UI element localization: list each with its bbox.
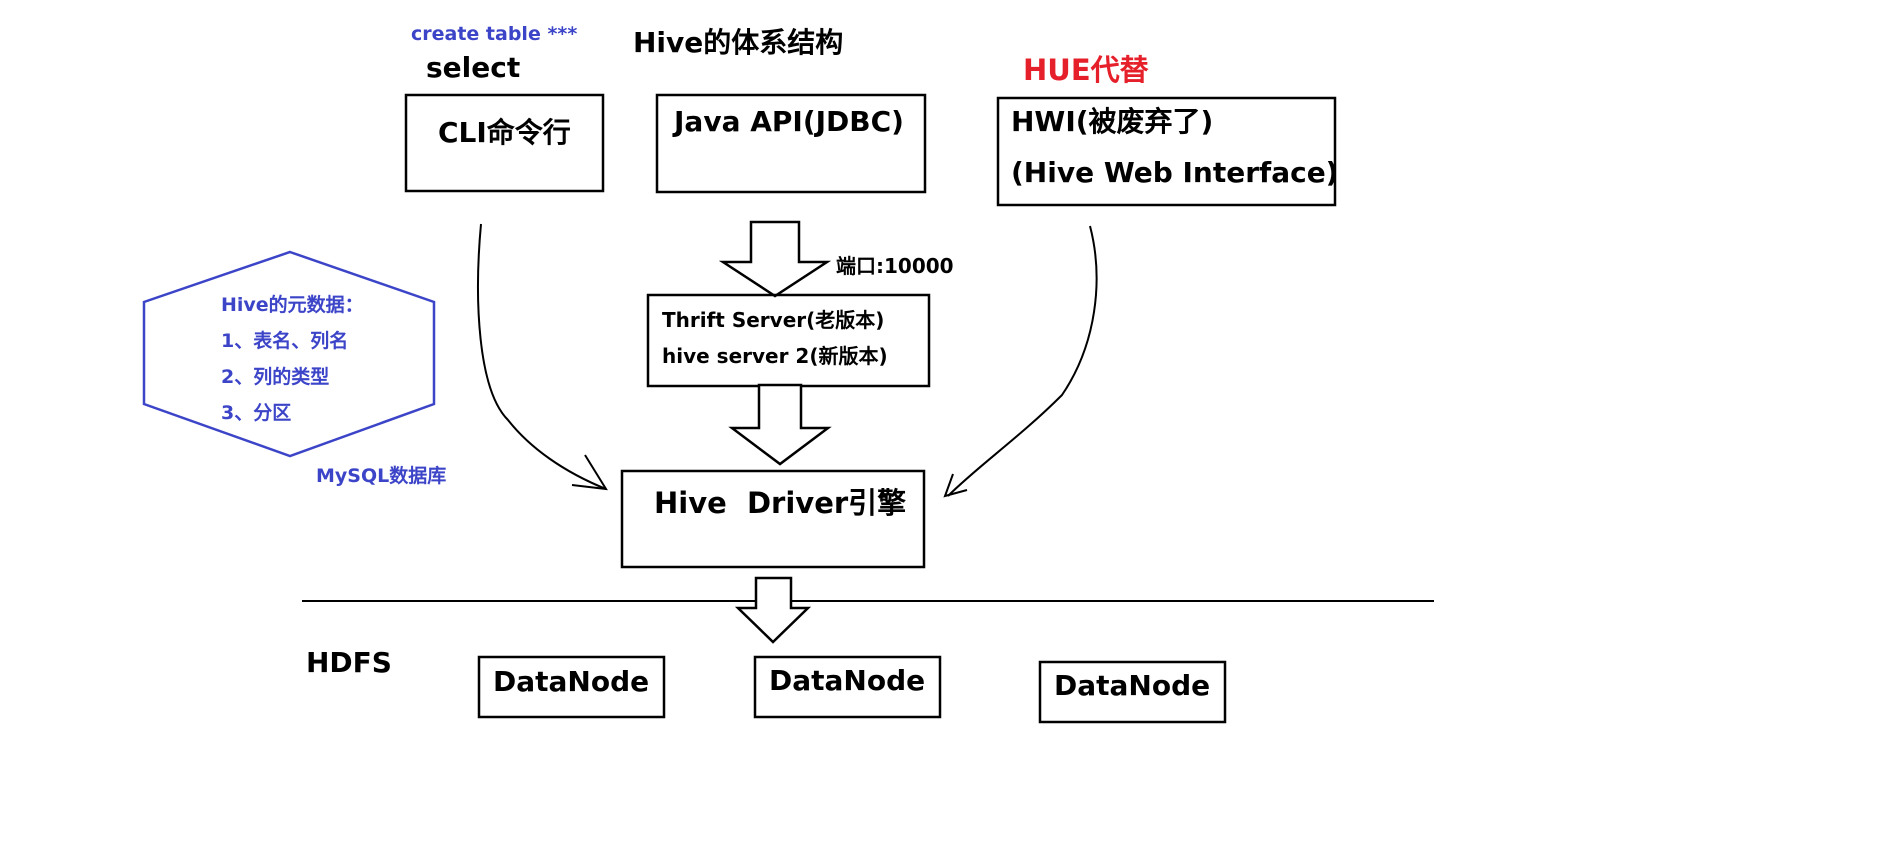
metastore-item: 1、表名、列名 <box>221 329 348 352</box>
curve-cli-arrowhead <box>571 454 608 491</box>
java-api-label: Java API(JDBC) <box>672 105 904 138</box>
cli-note-select: select <box>426 51 520 84</box>
cli-box <box>404 93 605 193</box>
cli-note-create-table: create table *** <box>411 23 577 45</box>
curve-hwi-to-driver <box>947 225 1098 497</box>
arrow-driver-to-hdfs <box>734 576 812 644</box>
thrift-server-label: Thrift Server(老版本) <box>662 308 884 332</box>
curve-cli-to-driver <box>477 223 607 490</box>
hive-server2-label: hive server 2(新版本) <box>662 344 888 368</box>
metastore-item: 2、列的类型 <box>221 365 329 388</box>
datanode-box <box>753 655 942 719</box>
datanode-label: DataNode <box>493 665 649 698</box>
hwi-label-line2: (Hive Web Interface) <box>1011 156 1338 189</box>
hive-driver-box <box>620 469 926 569</box>
hwi-label-line1: HWI(被废弃了) <box>1011 105 1213 138</box>
hwi-box <box>996 96 1337 207</box>
metastore-hexagon <box>142 250 436 458</box>
hue-note: HUE代替 <box>1023 53 1149 87</box>
datanode-box <box>1038 660 1227 724</box>
cli-label: CLI命令行 <box>438 116 571 149</box>
java-api-box <box>655 93 927 194</box>
datanode-label: DataNode <box>769 664 925 697</box>
datanode-box <box>477 655 666 719</box>
arrow-thrift-to-driver <box>728 383 832 466</box>
arrow-java-to-thrift <box>718 220 832 298</box>
datanode-label: DataNode <box>1054 669 1210 702</box>
metastore-title: Hive的元数据： <box>221 293 364 316</box>
metastore-item: 3、分区 <box>221 402 291 424</box>
diagram-title: Hive的体系结构 <box>633 26 843 59</box>
port-note: 端口:10000 <box>836 254 954 278</box>
mysql-database-label: MySQL数据库 <box>316 464 446 487</box>
hive-driver-label: Hive Driver引擎 <box>654 486 906 520</box>
curve-hwi-arrowhead <box>943 473 968 498</box>
hdfs-label: HDFS <box>306 646 392 679</box>
